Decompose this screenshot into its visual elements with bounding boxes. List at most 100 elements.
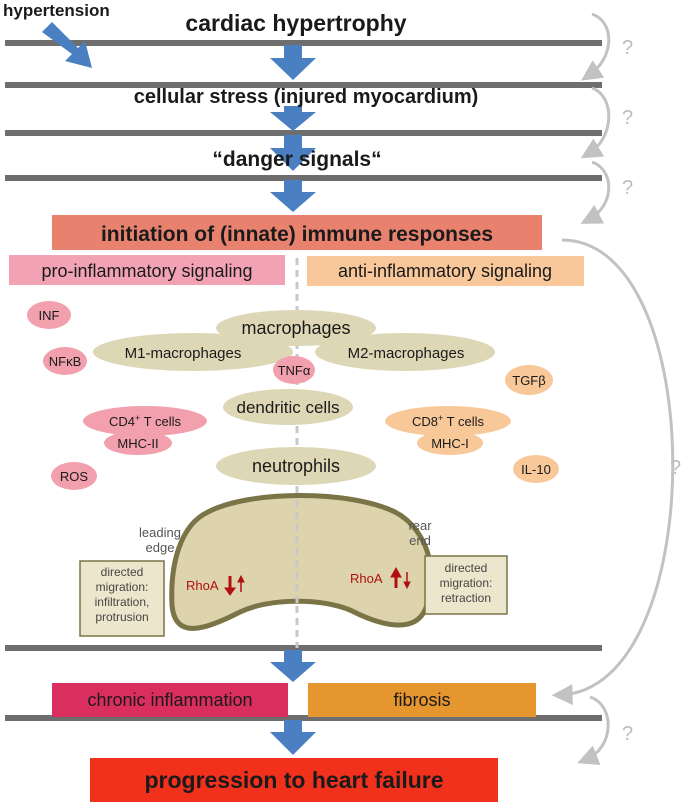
cd4-sup: + (135, 413, 140, 423)
flow-arrows (42, 22, 316, 755)
cd8-main: CD8 (412, 414, 438, 429)
mhc1-oval (417, 431, 483, 455)
neutrophil-cell-shape (169, 493, 435, 631)
bar-6 (5, 715, 602, 721)
immune-cells (93, 310, 495, 485)
rhoa-right-label: RhoA (350, 571, 383, 586)
bar-3 (5, 130, 602, 136)
question-mark-1: ? (622, 37, 633, 59)
right-box-line-2: migration: (440, 576, 493, 590)
pro-inflammatory-label: pro-inflammatory signaling (41, 261, 252, 281)
cd8-sup: + (438, 413, 443, 423)
down-arrow-head (224, 587, 236, 596)
dendritic-cells-oval (223, 389, 353, 425)
hypertension-arrow-icon (42, 22, 92, 68)
question-mark-4: ? (622, 723, 633, 745)
left-box-line-1: directed (101, 565, 144, 579)
rear-end-label-1: rear (408, 518, 432, 533)
macrophages-label: macrophages (241, 318, 350, 338)
hypertension-label: hypertension (3, 1, 110, 20)
up-arrow-head (390, 566, 402, 578)
chronic-inflammation-box (52, 683, 288, 717)
left-box-line-3: infiltration, (95, 595, 150, 609)
bar-5 (5, 645, 602, 651)
heart-failure-label: progression to heart failure (144, 767, 443, 793)
question-mark-3: ? (622, 177, 633, 199)
il10-label: IL-10 (521, 462, 551, 477)
bar-1 (5, 40, 602, 46)
m2-macrophages-label: M2-macrophages (348, 345, 465, 362)
leading-edge-label-1: leading (139, 525, 181, 540)
cardiac-hypertrophy-label: cardiac hypertrophy (185, 10, 406, 36)
rhoa-right-arrows (390, 566, 411, 590)
tnfa-oval (273, 356, 315, 384)
cd4-tcells-label: CD4+ T cells (109, 413, 181, 429)
tgfb-oval (505, 365, 553, 395)
cd4-rest: T cells (140, 414, 181, 429)
m1-macrophages-oval (93, 333, 293, 371)
dendritic-cells-label: dendritic cells (237, 398, 340, 417)
left-box-line-4: protrusion (95, 610, 148, 624)
down-arrow-icon (270, 135, 316, 171)
down-arrow-head (403, 581, 411, 590)
initiation-box (52, 215, 542, 250)
question-mark-2: ? (622, 107, 633, 129)
nfkb-oval (43, 347, 87, 375)
right-box-line-1: directed (445, 561, 488, 575)
neutrophils-oval (216, 447, 376, 485)
rhoa-left-arrows (224, 574, 245, 596)
question-mark-long: ? (670, 457, 681, 479)
feedback-arrow-1 (581, 12, 611, 81)
ros-label: ROS (60, 469, 89, 484)
feedback-arrow-2 (580, 86, 611, 159)
down-arrow-icon (270, 650, 316, 682)
m1-macrophages-label: M1-macrophages (125, 345, 242, 362)
cd8-tcells-oval (385, 406, 511, 436)
down-arrow-icon (270, 180, 316, 212)
up-arrow-head (237, 574, 245, 583)
pro-mediators (27, 301, 315, 490)
down-arrow-icon (270, 45, 316, 80)
initiation-label: initiation of (innate) immune responses (101, 223, 493, 246)
down-arrow-icon (270, 106, 316, 131)
inf-oval (27, 301, 71, 329)
right-box-line-3: retraction (441, 591, 491, 605)
bar-4 (5, 175, 602, 181)
feedback-arrow-4 (577, 695, 610, 766)
cd4-tcells-oval (83, 406, 207, 436)
anti-mediators (385, 365, 559, 483)
nfkb-label: NFκB (49, 354, 82, 369)
pro-inflammatory-box (9, 255, 285, 285)
cd8-rest: T cells (443, 414, 484, 429)
m2-macrophages-oval (315, 333, 495, 371)
cd8-tcells-label: CD8+ T cells (412, 413, 484, 429)
migration-infiltration-box (79, 560, 165, 637)
cellular-stress-label: cellular stress (injured myocardium) (134, 86, 479, 108)
cd4-main: CD4 (109, 414, 135, 429)
tnfa-label: TNFα (278, 363, 311, 378)
inf-label: INF (39, 308, 60, 323)
leading-edge-label-2: edge (146, 540, 175, 555)
anti-inflammatory-label: anti-inflammatory signaling (338, 261, 552, 281)
macrophages-oval (216, 310, 376, 346)
mhc2-oval (104, 431, 172, 455)
mhc1-label: MHC-I (431, 436, 469, 451)
rear-end-label-2: end (409, 533, 431, 548)
heart-failure-box (90, 758, 498, 802)
rhoa-left-label: RhoA (186, 578, 219, 593)
feedback-arrow-3 (580, 160, 611, 224)
fibrosis-box (308, 683, 536, 717)
mhc2-label: MHC-II (117, 436, 158, 451)
down-arrow-icon (270, 720, 316, 755)
feedback-arrows (551, 12, 675, 766)
fibrosis-label: fibrosis (393, 690, 450, 710)
level-bars (5, 40, 602, 721)
feedback-arrow-long (551, 238, 675, 706)
neutrophils-label: neutrophils (252, 456, 340, 476)
left-box-line-2: migration: (96, 580, 149, 594)
tgfb-label: TGFβ (512, 373, 545, 388)
migration-retraction-box (424, 555, 508, 615)
bar-2 (5, 82, 602, 88)
il10-oval (513, 455, 559, 483)
